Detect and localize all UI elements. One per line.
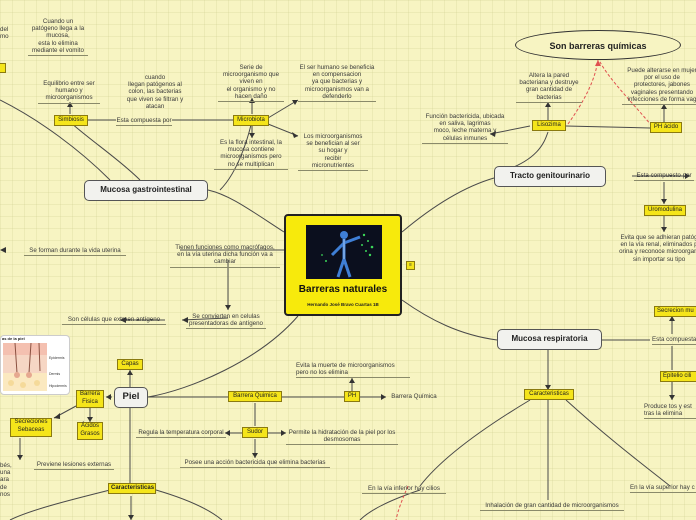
tracto-genitourinario-node[interactable]: Tracto genitourinario xyxy=(494,166,606,187)
text-beneficia: El ser humano se beneficia en compensaci… xyxy=(298,64,376,103)
text-vomito: Cuando un patógeno llega a la mucosa, es… xyxy=(28,18,88,57)
skin-label-hipodermis: Hipodermis xyxy=(49,384,67,388)
skin-diagram xyxy=(3,343,47,391)
text-produce-tos: Produce tos y est tras la elimina xyxy=(644,403,696,420)
central-node[interactable]: Barreras naturales Hernando José Bravo C… xyxy=(284,214,402,316)
text-inhalacion: Inhalación de gran cantidad de microorga… xyxy=(480,502,624,512)
text-del-mo: del mo xyxy=(0,26,9,41)
tag-acidos-grasos[interactable]: Ácidos Grasos xyxy=(77,422,103,440)
text-compuesta-por: Esta compuesta por xyxy=(116,117,172,127)
tag-capas[interactable]: Capas xyxy=(117,359,143,370)
text-macrofagos: Tienen funciones como macrófagos, en la … xyxy=(170,244,280,268)
barreras-quimicas-ellipse[interactable]: Son barreras químicas xyxy=(515,30,681,60)
mucosa-respiratoria-node[interactable]: Mucosa respiratoria xyxy=(497,329,602,350)
tag-uromodulina[interactable]: Uromodulina xyxy=(644,205,686,216)
skin-label-dermis: Dermis xyxy=(49,372,61,376)
tag-simbiosis[interactable]: Simbiosis xyxy=(54,115,88,126)
tag-ph-acido[interactable]: PH ácido xyxy=(650,122,682,133)
text-accion-bactericida: Posee una acción bactericida que elimina… xyxy=(180,459,330,469)
text-micronutrientes: Los microorganismos se benefician al ser… xyxy=(298,133,368,172)
text-extraen-antigeno: Son células que extraen antígeno xyxy=(62,316,166,326)
human-body-image xyxy=(306,225,382,279)
tag-caracteristicas-resp[interactable]: Caracteristicas xyxy=(524,389,574,400)
text-via-superior: En la vía superior hay c xyxy=(630,484,696,494)
text-temperatura: Regula la temperatura corporal xyxy=(136,429,226,439)
text-via-inferior: En la vía inferior hay cilios xyxy=(362,485,446,495)
text-altera-pared: Altera la pared bacteriana y destruye gr… xyxy=(516,72,582,103)
tag-epitelio[interactable]: Epitelio cili xyxy=(660,371,696,382)
piel-node[interactable]: Piel xyxy=(114,387,148,408)
mucosa-gastrointestinal-node[interactable]: Mucosa gastrointestinal xyxy=(84,180,208,201)
tag-secreciones-sebaceas[interactable]: Secreciones Sebaceas xyxy=(10,418,52,437)
text-presentadoras: Se convierten en celulas presentadoras d… xyxy=(186,313,266,330)
central-subtitle: Hernando José Bravo Cuartas 1B xyxy=(307,302,379,307)
text-evita-muerte: Evita la muerte de microorganismos pero … xyxy=(296,362,410,379)
text-esta-compuesto: Esta compuesto por xyxy=(634,172,694,182)
tag-barrera-fisica[interactable]: Barrera Fisica xyxy=(76,390,104,408)
tag-secrecion[interactable]: Secrecion mu xyxy=(654,306,696,317)
tag-lisozima[interactable]: Lisozima xyxy=(532,120,566,131)
skin-label-epidermis: Epidermis xyxy=(49,356,65,360)
text-flora: Es la flora intestinal, la mucosa contie… xyxy=(214,139,288,170)
skin-caption: as de la piel xyxy=(2,336,25,341)
text-funcion-bactericida: Función bactericida, ubicada en saliva, … xyxy=(422,113,508,144)
text-equilibrio: Equilibrio entre ser humano y microorgan… xyxy=(38,80,100,104)
text-esta-compuesta-r: Esta compuesta xyxy=(652,336,696,346)
central-title: Barreras naturales xyxy=(298,284,388,295)
tag-sudor[interactable]: Sudor xyxy=(242,427,268,438)
notes-icon[interactable]: ≡ xyxy=(406,261,415,270)
text-serie-micro: Serie de microorganismo que viven en el … xyxy=(218,64,284,103)
tag-caracteristicas-piel[interactable]: Caracteristicas xyxy=(108,483,156,494)
text-vida-uterina: Se forman durante la vida uterina xyxy=(24,247,126,257)
text-barrera-quimica: Barrera Química xyxy=(391,393,437,400)
tag-cutoff-left[interactable] xyxy=(0,63,6,73)
text-colon: cuando llegan patógenos al colon, las ba… xyxy=(126,74,184,110)
tag-ph[interactable]: PH xyxy=(344,391,360,402)
text-alterarse: Puede alterarse en mujer por el uso de p… xyxy=(622,67,696,106)
skin-layers-image: as de la piel Epidermis Dermis Hipodermi… xyxy=(0,335,70,395)
text-cutoff-skin: bés, una ara de nos xyxy=(0,462,12,498)
text-hidratacion: Permite la hidratación de la piel por lo… xyxy=(286,429,398,446)
tag-microbiota[interactable]: Microbiota xyxy=(233,115,269,126)
tag-barrera-quimica[interactable]: Barrera Quimica xyxy=(228,391,282,402)
text-evita-adhieran: Evita que se adhieran patóg en la vía re… xyxy=(619,234,696,263)
text-lesiones: Previene lesiones externas xyxy=(34,461,114,471)
